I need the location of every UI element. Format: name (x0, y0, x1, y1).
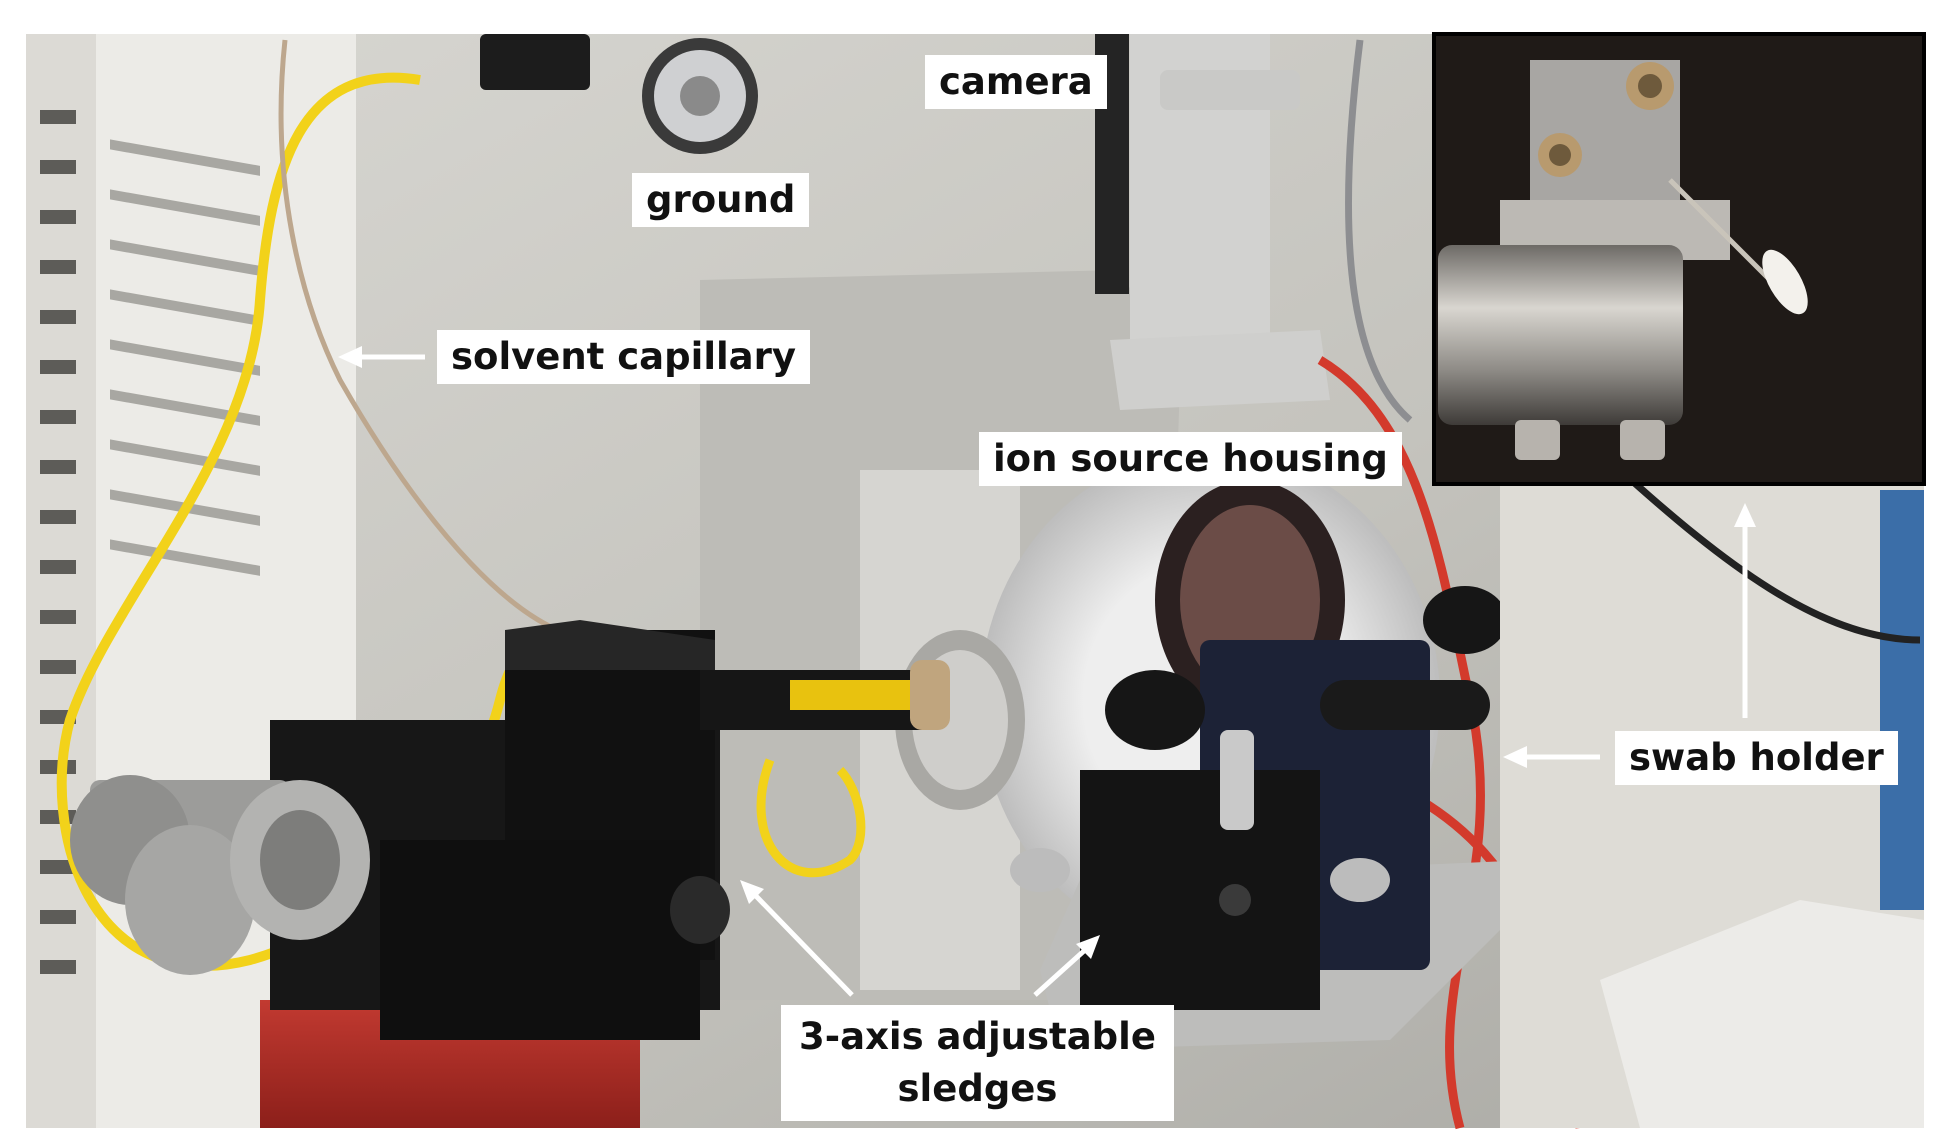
label-3-axis-line2: sledges (897, 1067, 1058, 1110)
camera-mount (1095, 34, 1330, 410)
arrowhead-sledge-left (740, 880, 764, 904)
micrometer-knobs (70, 775, 370, 975)
arrowhead-swab-holder-up (1734, 503, 1756, 527)
label-camera: camera (925, 55, 1107, 109)
swab-holder-inset (1432, 32, 1926, 486)
autosampler-tray (1600, 900, 1924, 1128)
solvent-capillary-line (278, 39, 601, 643)
right-sledge (1010, 586, 1530, 1050)
label-ground: ground (632, 173, 810, 227)
arrowhead-solvent-capillary (338, 346, 362, 368)
arrow-sledge-left (753, 893, 854, 997)
left-sledge (260, 620, 950, 1128)
label-swab-holder: swab holder (1615, 731, 1898, 785)
arrowhead-sledge-right (1076, 935, 1100, 959)
yellow-cable-2 (756, 758, 866, 877)
grey-cable (1345, 39, 1413, 423)
label-3-axis-line1: 3-axis adjustable (799, 1015, 1156, 1058)
label-solvent-capillary: solvent capillary (437, 330, 811, 384)
arrowhead-swab-holder-right (1503, 746, 1527, 768)
blue-panel (1880, 490, 1924, 910)
black-cable (1617, 467, 1921, 644)
arrow-sledge-right (1033, 948, 1087, 997)
label-ion-source-housing: ion source housing (979, 432, 1402, 486)
annotation-arrows (338, 346, 1756, 997)
label-3-axis-sledges: 3-axis adjustable sledges (781, 1005, 1174, 1121)
ground-electrode (480, 34, 758, 154)
